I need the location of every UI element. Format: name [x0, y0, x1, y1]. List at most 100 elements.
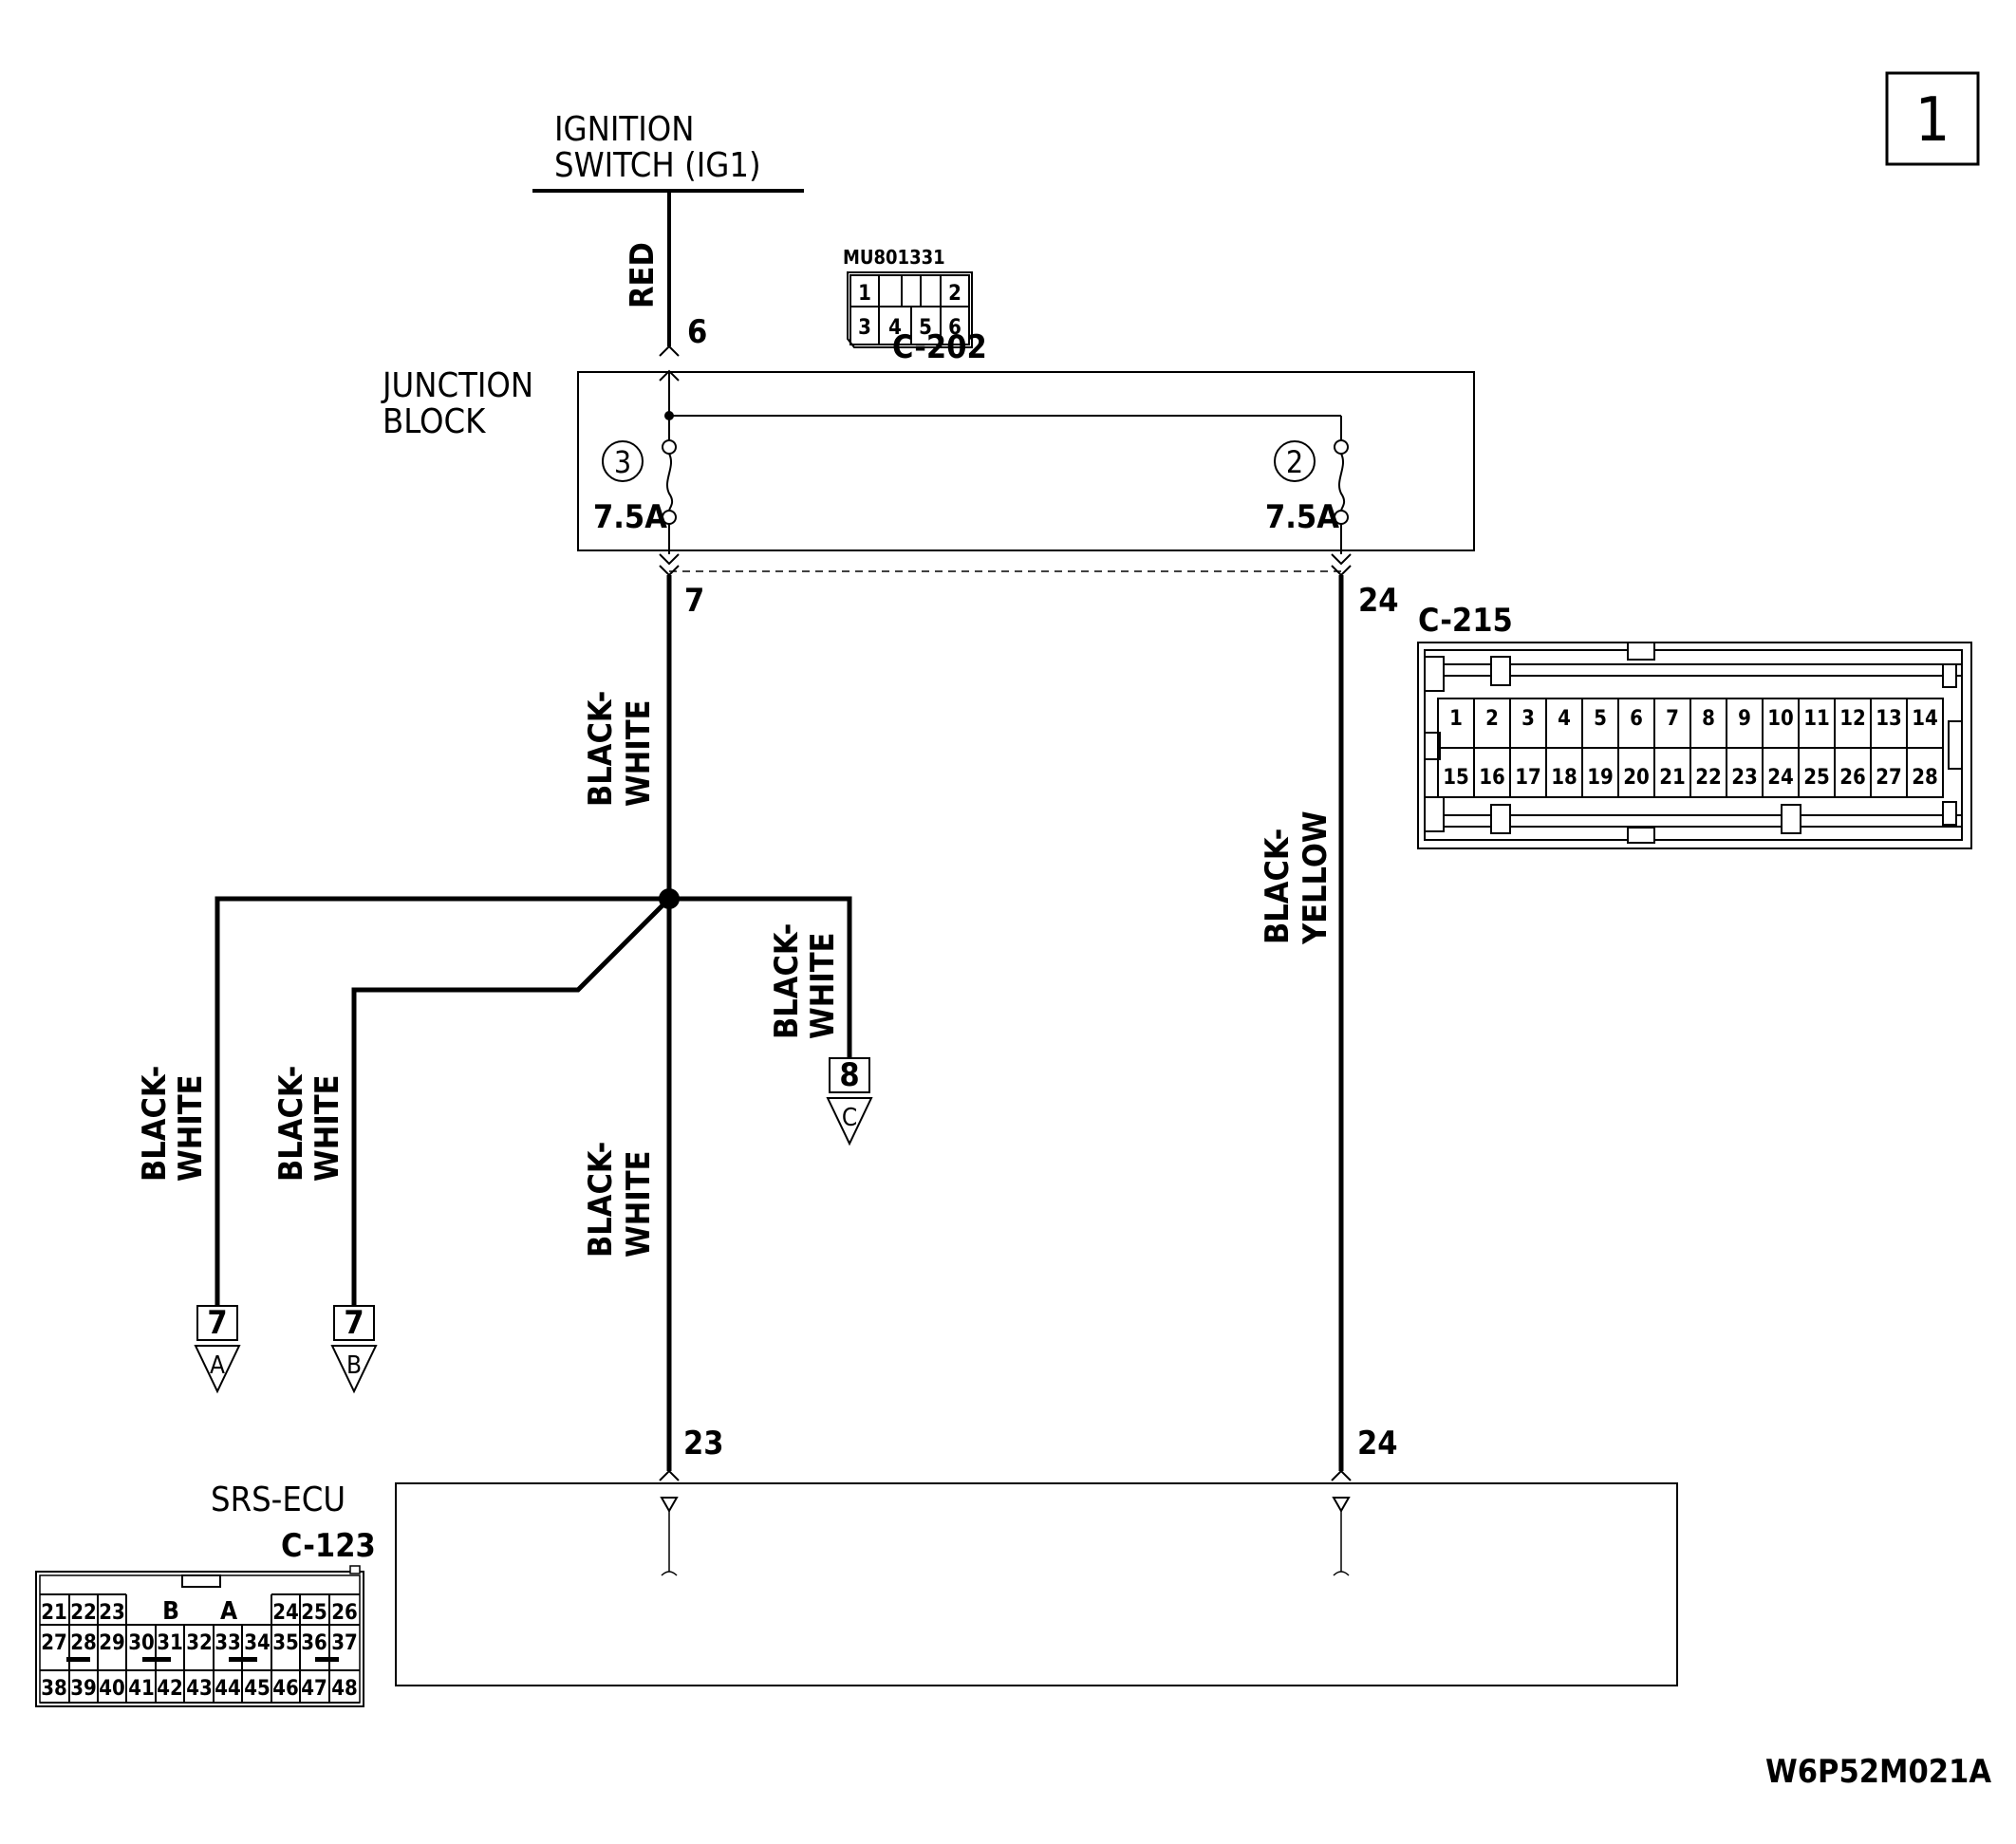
- offpage-connector-c: 8 C: [826, 1056, 873, 1146]
- ignition-switch: IGNITION SWITCH (IG1): [532, 110, 804, 193]
- c202-pin-5: 5: [919, 316, 932, 340]
- pin-ecu-right: 24: [1357, 1425, 1398, 1462]
- c123-pin: 35: [272, 1631, 299, 1655]
- c215-pin: 24: [1767, 766, 1794, 790]
- c123-pin: 24: [272, 1601, 299, 1625]
- c123-pin: 37: [331, 1631, 358, 1655]
- c215-pin: 21: [1659, 766, 1686, 790]
- c215-pin: 18: [1551, 766, 1577, 790]
- offpage-b-letter: B: [346, 1351, 362, 1380]
- c215-pin: 7: [1666, 707, 1679, 731]
- pin-jb-in: 6: [687, 313, 707, 351]
- c123-pin: 41: [128, 1677, 155, 1701]
- c123-pin: 25: [301, 1601, 327, 1625]
- c123-pin: 46: [272, 1677, 299, 1701]
- c215-pin: 9: [1738, 707, 1751, 731]
- c215-pin: 11: [1803, 707, 1830, 731]
- offpage-connector-a: 7 A: [194, 1304, 241, 1394]
- offpage-connector-b: 7 B: [330, 1304, 378, 1394]
- c215-pin: 10: [1767, 707, 1794, 731]
- c215-pin: 26: [1839, 766, 1866, 790]
- c215-pin: 4: [1558, 707, 1571, 731]
- bw-upper-label-b: WHITE: [620, 700, 658, 808]
- junction-block-line1: JUNCTION: [381, 366, 533, 405]
- c215-pin: 19: [1587, 766, 1614, 790]
- branch-wire-b: [351, 897, 671, 1306]
- bw-lower-label-a: BLACK-: [582, 1142, 620, 1257]
- page-number-box: 1: [1885, 71, 1980, 166]
- c215-pin: 25: [1803, 766, 1830, 790]
- connector-c215-label: C-215: [1418, 602, 1513, 640]
- c215-pin: 5: [1594, 707, 1607, 731]
- c123-pin: 30: [128, 1631, 155, 1655]
- bw-branch-b-label-b: WHITE: [308, 1075, 346, 1183]
- c215-pin: 27: [1876, 766, 1902, 790]
- c123-pin: 29: [99, 1631, 125, 1655]
- c215-pin: 1: [1449, 707, 1463, 731]
- figure-code: W6P52M021A: [1765, 1753, 1991, 1791]
- c202-pin-1: 1: [858, 282, 871, 306]
- junction-block-line2: BLOCK: [383, 402, 486, 441]
- c215-pin: 3: [1521, 707, 1535, 731]
- c215-pin: 17: [1515, 766, 1541, 790]
- bw-lower-label-b: WHITE: [620, 1151, 658, 1258]
- branch-wire-a: [215, 896, 669, 1306]
- ignition-switch-line1: IGNITION: [554, 110, 694, 149]
- c123-pin: 27: [41, 1631, 67, 1655]
- c215-pin: 13: [1876, 707, 1902, 731]
- c123-pin: 21: [41, 1601, 67, 1625]
- c123-pin: 39: [70, 1677, 97, 1701]
- red-wire-label: RED: [624, 242, 662, 308]
- c123-pin: 48: [331, 1677, 358, 1701]
- c123-pin: 33: [215, 1631, 241, 1655]
- by-label-b: YELLOW: [1297, 810, 1335, 945]
- c215-pin: 22: [1695, 766, 1722, 790]
- fuse-left-number: 3: [614, 444, 631, 480]
- connector-c202: C-202 MU801331 1 2 3 4 5 6: [843, 246, 987, 366]
- c202-pin-6: 6: [948, 316, 961, 340]
- c123-pin: 45: [244, 1677, 271, 1701]
- bw-branch-c-label-b: WHITE: [804, 933, 842, 1040]
- c215-pin: 23: [1731, 766, 1758, 790]
- c123-pin: 36: [301, 1631, 327, 1655]
- by-label-a: BLACK-: [1259, 829, 1297, 944]
- bw-upper-label-a: BLACK-: [582, 691, 620, 807]
- c202-pin-2: 2: [948, 282, 961, 306]
- c215-pin: 8: [1702, 707, 1715, 731]
- offpage-a-number: 7: [207, 1304, 227, 1342]
- c215-pin: 28: [1912, 766, 1938, 790]
- fuse-left-rating: 7.5A: [593, 498, 667, 536]
- connector-c123: 21 22 23 B A 24 25 26 27 28 29 30 31 32 …: [35, 1565, 364, 1707]
- c123-label-a: A: [220, 1597, 237, 1626]
- c123-pin: 31: [157, 1631, 183, 1655]
- c202-pin-3: 3: [858, 316, 871, 340]
- pin-ecu-left: 23: [683, 1425, 724, 1462]
- srs-ecu-label: SRS-ECU: [211, 1481, 345, 1519]
- c215-pin: 6: [1630, 707, 1643, 731]
- bw-branch-a-label-b: WHITE: [172, 1075, 210, 1183]
- c215-pin: 2: [1485, 707, 1499, 731]
- offpage-b-number: 7: [344, 1304, 364, 1342]
- bw-branch-c-label-a: BLACK-: [768, 923, 806, 1039]
- offpage-c-number: 8: [839, 1056, 859, 1094]
- c123-pin: 32: [186, 1631, 213, 1655]
- c123-pin: 40: [99, 1677, 125, 1701]
- fuse-right-number: 2: [1286, 444, 1303, 480]
- c215-row1: 1 2 3 4 5 6 7 8 9 10 11 12 13 14: [1449, 707, 1938, 731]
- page-number: 1: [1915, 85, 1951, 156]
- c123-pin: 43: [186, 1677, 213, 1701]
- connector-c202-part: MU801331: [843, 246, 945, 269]
- c215-row2: 15 16 17 18 19 20 21 22 23 24 25 26 27 2…: [1443, 766, 1938, 790]
- offpage-a-letter: A: [210, 1351, 225, 1380]
- bw-branch-a-label-a: BLACK-: [136, 1066, 174, 1182]
- c123-pin: 44: [215, 1677, 241, 1701]
- c123-pin: 28: [70, 1631, 97, 1655]
- bw-branch-b-label-a: BLACK-: [272, 1066, 310, 1182]
- c123-pin: 38: [41, 1677, 67, 1701]
- c123-pin: 23: [99, 1601, 125, 1625]
- c123-pin: 26: [331, 1601, 358, 1625]
- srs-ecu: SRS-ECU C-123: [211, 1481, 1678, 1686]
- c123-pin: 34: [244, 1631, 271, 1655]
- c215-pin: 12: [1839, 707, 1866, 731]
